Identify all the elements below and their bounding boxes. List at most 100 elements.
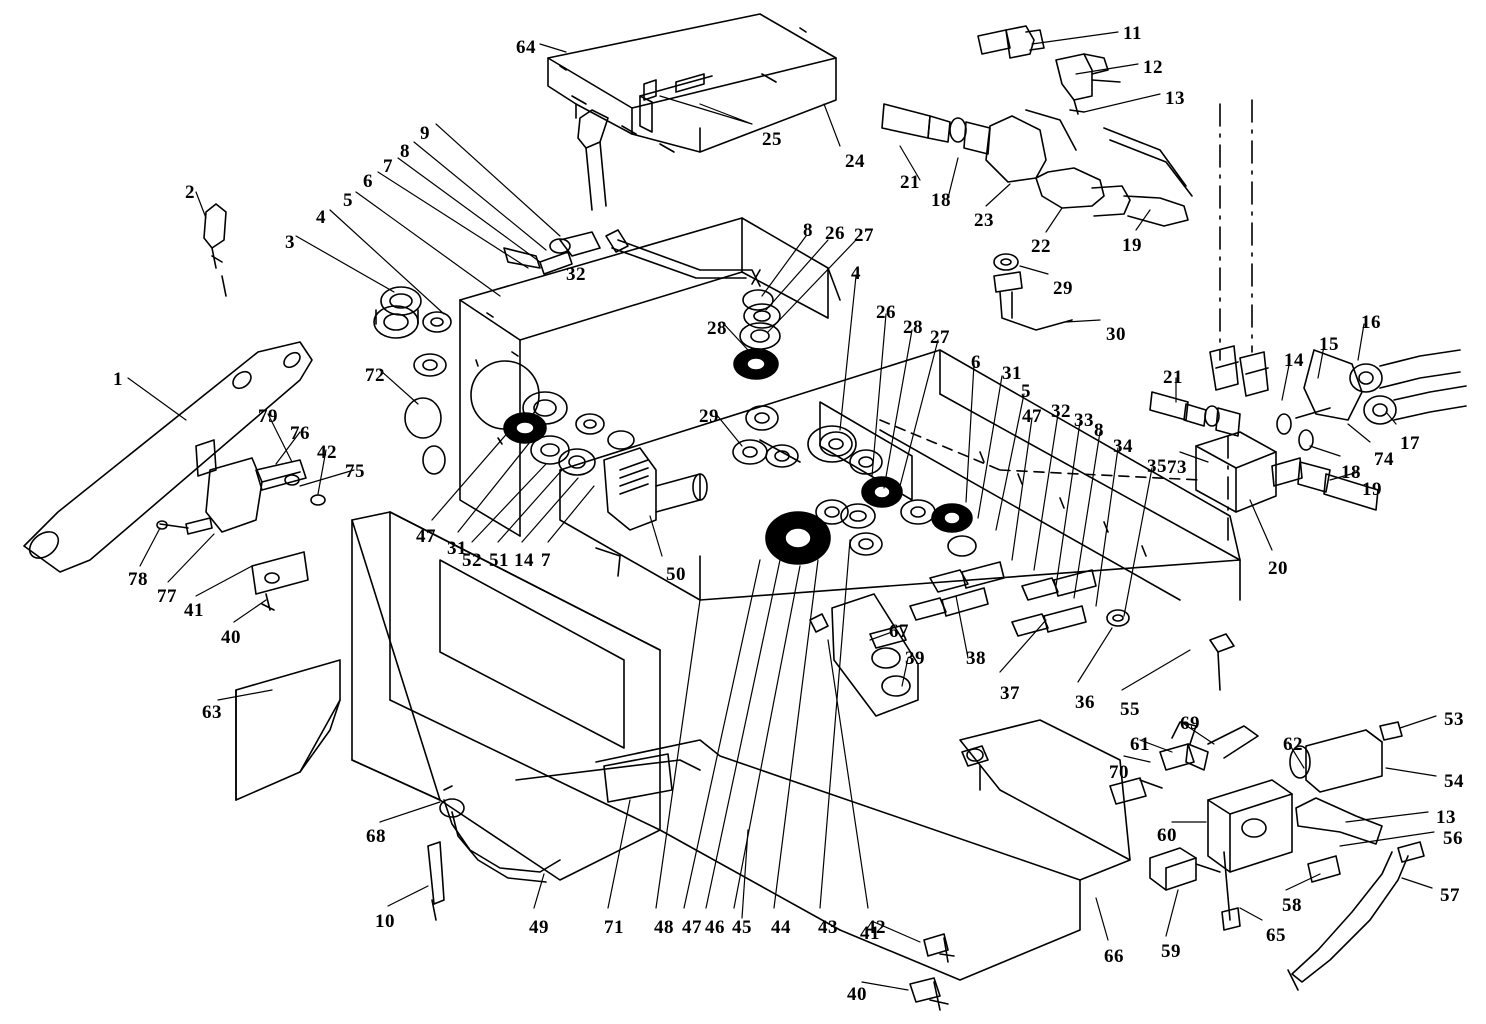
callout-29a: 29 [1053, 278, 1073, 299]
callout-73: 73 [1167, 457, 1187, 478]
callout-78: 78 [128, 569, 148, 590]
callout-63: 63 [202, 702, 222, 723]
callout-42a: 42 [317, 442, 337, 463]
callout-52: 52 [462, 550, 482, 571]
callout-69: 69 [1180, 713, 1200, 734]
callout-49: 49 [529, 917, 549, 938]
callout-14b: 14 [514, 550, 534, 571]
callout-10: 10 [375, 911, 395, 932]
callout-50: 50 [666, 564, 686, 585]
callout-76: 76 [290, 423, 310, 444]
callout-43: 43 [818, 917, 838, 938]
callout-60: 60 [1157, 825, 1177, 846]
callout-42b: 42 [866, 917, 886, 938]
callout-7a: 7 [383, 156, 393, 177]
callout-32b: 32 [1051, 401, 1071, 422]
callout-38: 38 [966, 648, 986, 669]
callout-51: 51 [489, 550, 509, 571]
callout-54: 54 [1444, 771, 1464, 792]
callout-67: 67 [889, 621, 909, 642]
callout-4b: 4 [851, 263, 861, 284]
callout-40a: 40 [221, 627, 241, 648]
callout-45: 45 [732, 917, 752, 938]
callout-72: 72 [365, 365, 385, 386]
callout-31a: 31 [447, 538, 467, 559]
callout-8c: 8 [1094, 420, 1104, 441]
callout-20: 20 [1268, 558, 1288, 579]
callout-30: 30 [1106, 324, 1126, 345]
callout-56: 56 [1443, 828, 1463, 849]
callout-6a: 6 [363, 171, 373, 192]
callout-1: 1 [113, 369, 123, 390]
callout-12: 12 [1143, 57, 1163, 78]
callout-2: 2 [185, 182, 195, 203]
callout-29b: 29 [699, 406, 719, 427]
callout-46: 46 [705, 917, 725, 938]
callout-25: 25 [762, 129, 782, 150]
callout-41a: 41 [184, 600, 204, 621]
callout-7b: 7 [541, 550, 551, 571]
callout-59: 59 [1161, 941, 1181, 962]
callout-28b: 28 [903, 317, 923, 338]
callout-6b: 6 [971, 352, 981, 373]
callout-75: 75 [345, 461, 365, 482]
callout-27b: 27 [930, 327, 950, 348]
callout-15: 15 [1319, 334, 1339, 355]
callout-5a: 5 [343, 190, 353, 211]
callout-62: 62 [1283, 734, 1303, 755]
callout-65: 65 [1266, 925, 1286, 946]
callout-47c: 47 [682, 917, 702, 938]
callout-53: 53 [1444, 709, 1464, 730]
callout-23: 23 [974, 210, 994, 231]
callout-33: 33 [1074, 410, 1094, 431]
callout-8b: 8 [803, 220, 813, 241]
callout-39: 39 [905, 648, 925, 669]
callout-21a: 21 [900, 172, 920, 193]
callout-48: 48 [654, 917, 674, 938]
callout-22: 22 [1031, 236, 1051, 257]
callout-47a: 47 [1022, 406, 1042, 427]
callout-17: 17 [1400, 433, 1420, 454]
callout-68: 68 [366, 826, 386, 847]
callout-3: 3 [285, 232, 295, 253]
callout-26b: 26 [876, 302, 896, 323]
callout-61: 61 [1130, 734, 1150, 755]
callout-40b: 40 [847, 984, 867, 1005]
callout-35: 35 [1147, 456, 1167, 477]
callout-47b: 47 [416, 526, 436, 547]
callout-18b: 18 [1341, 462, 1361, 483]
callout-31b: 31 [1002, 363, 1022, 384]
callout-32a: 32 [566, 264, 586, 285]
callout-34: 34 [1113, 436, 1133, 457]
callout-14a: 14 [1284, 350, 1304, 371]
callout-28a: 28 [707, 318, 727, 339]
callout-9: 9 [420, 123, 430, 144]
callout-74: 74 [1374, 449, 1394, 470]
callout-13a: 13 [1165, 88, 1185, 109]
callout-8a: 8 [400, 141, 410, 162]
callout-11: 11 [1123, 23, 1142, 44]
callout-41b: 41 [860, 923, 880, 944]
callout-16: 16 [1361, 312, 1381, 333]
callout-27a: 27 [854, 225, 874, 246]
callout-37: 37 [1000, 683, 1020, 704]
callout-24: 24 [845, 151, 865, 172]
callout-21b: 21 [1163, 367, 1183, 388]
callout-36: 36 [1075, 692, 1095, 713]
callout-26a: 26 [825, 223, 845, 244]
callout-57: 57 [1440, 885, 1460, 906]
callout-70: 70 [1109, 762, 1129, 783]
callout-4a: 4 [316, 207, 326, 228]
callout-5b: 5 [1021, 381, 1031, 402]
callout-55: 55 [1120, 699, 1140, 720]
callout-77: 77 [157, 586, 177, 607]
callout-71: 71 [604, 917, 624, 938]
callout-66: 66 [1104, 946, 1124, 967]
callout-18a: 18 [931, 190, 951, 211]
callout-58: 58 [1282, 895, 1302, 916]
callout-13b: 13 [1436, 807, 1456, 828]
callout-19b: 19 [1362, 479, 1382, 500]
callout-79: 79 [258, 406, 278, 427]
callout-44: 44 [771, 917, 791, 938]
